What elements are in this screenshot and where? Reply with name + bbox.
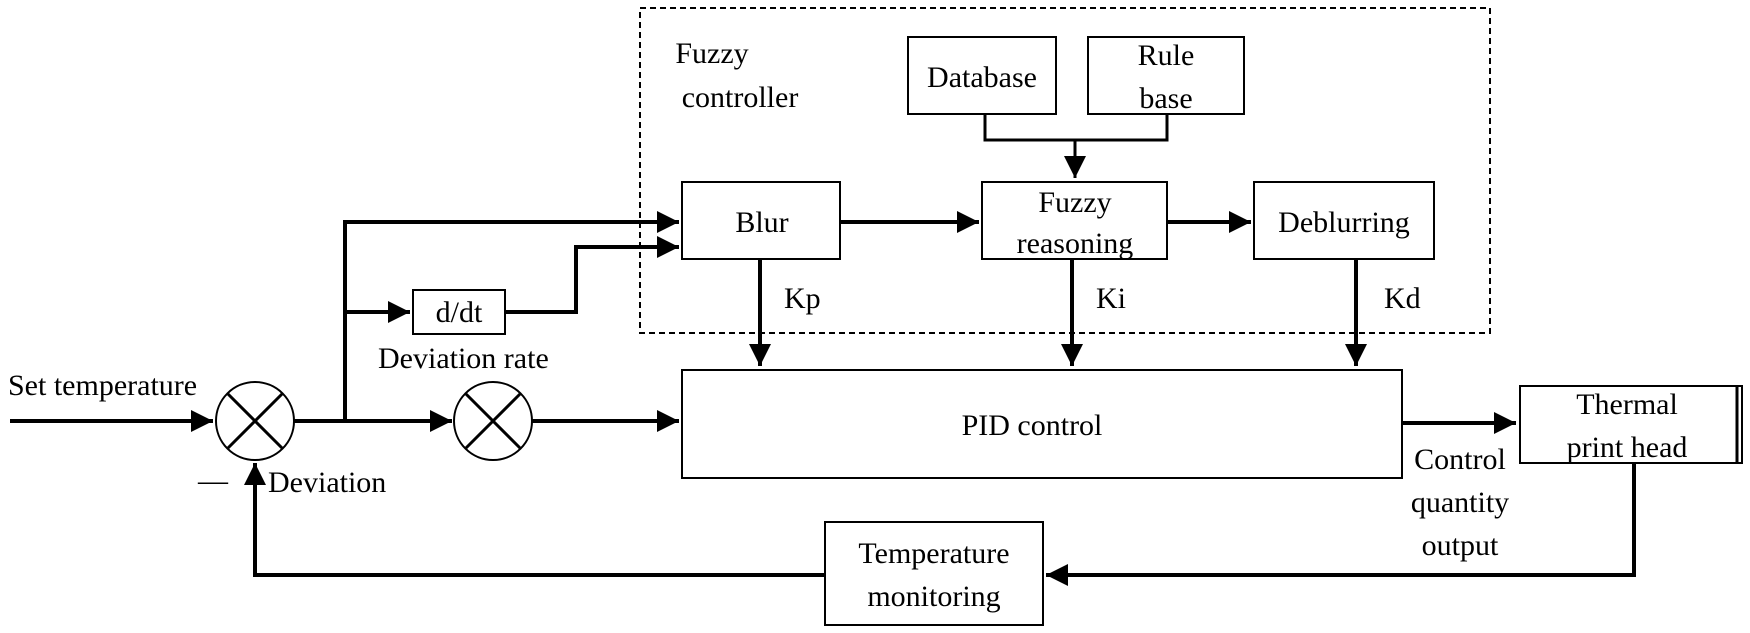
printhead-to-monitoring-arrow: [1046, 463, 1636, 586]
knowledge-link: [983, 114, 1169, 142]
ddt-box: [412, 289, 506, 335]
fuzzy-controller-label-line1: Fuzzy: [675, 37, 748, 70]
deviation-rate-label: Deviation rate: [378, 342, 549, 375]
rule-base-label-line1: Rule: [1138, 39, 1195, 72]
kp-label: Kp: [784, 282, 821, 315]
rule-base-label-line2: base: [1139, 82, 1192, 115]
blur-label: Blur: [735, 206, 788, 239]
thermal-print-head-label-line1: Thermal: [1576, 388, 1678, 421]
ddt-label: d/dt: [436, 296, 483, 329]
summing-junction-1: [215, 381, 295, 461]
pid-control-box: [681, 369, 1403, 479]
control-output-label-line3: output: [1422, 529, 1499, 562]
fuzzy-reasoning-label-line2: reasoning: [1017, 227, 1134, 260]
monitoring-to-junction-arrow: [244, 463, 825, 577]
database-box: [907, 36, 1057, 115]
ki-label: Ki: [1096, 282, 1126, 315]
database-label: Database: [927, 61, 1037, 94]
temperature-monitoring-label-line1: Temperature: [858, 537, 1009, 570]
fuzzy-reasoning-label-line1: Fuzzy: [1038, 186, 1111, 219]
minus-sign: —: [197, 464, 229, 497]
fuzzy-controller-label-line2: controller: [682, 81, 799, 114]
deblurring-label: Deblurring: [1278, 206, 1410, 239]
control-output-label-line2: quantity: [1411, 486, 1509, 519]
thermal-print-head-box: [1519, 385, 1743, 464]
temperature-monitoring-box: [824, 521, 1044, 626]
rule-base-box: [1087, 36, 1245, 115]
control-output-label-line1: Control: [1414, 443, 1506, 476]
temperature-monitoring-label-line2: monitoring: [867, 580, 1000, 613]
thermal-print-head-label-line2: print head: [1567, 431, 1688, 464]
summing-junction-2: [453, 381, 533, 461]
kd-label: Kd: [1384, 282, 1421, 315]
fuzzy-controller-boundary: [639, 7, 1491, 334]
set-temperature-label: Set temperature: [8, 369, 197, 402]
deblurring-box: [1253, 181, 1435, 260]
deviation-to-blur-arrow: [343, 211, 679, 421]
deviation-label: Deviation: [268, 466, 386, 499]
ddt-to-blur-arrow: [505, 236, 679, 314]
pid-control-label: PID control: [962, 409, 1103, 442]
